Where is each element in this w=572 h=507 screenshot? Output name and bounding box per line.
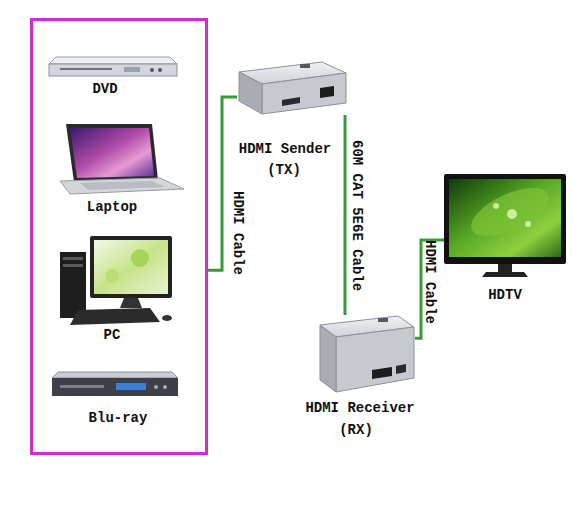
- hdtv-illustration: [444, 174, 566, 277]
- dvd-button: [150, 68, 154, 72]
- pc-tower: [60, 252, 86, 318]
- source-group-box: DVD LaptopPC Blu-ray: [30, 18, 208, 455]
- hdmi-receiver: HDMI Receiver(RX): [318, 315, 415, 395]
- hdtv-droplet: [493, 203, 499, 209]
- sender-port: [320, 86, 334, 98]
- pc-drive: [63, 264, 83, 267]
- laptop-base: [60, 178, 184, 194]
- receiver-side: [320, 325, 336, 392]
- bluray-button: [163, 385, 167, 389]
- sender-side: [239, 72, 262, 114]
- laptop-keyboard: [80, 181, 165, 190]
- node-sublabel: (TX): [267, 162, 301, 178]
- pc-mouse: [162, 315, 172, 321]
- pc-device: PC: [55, 232, 180, 342]
- dvd-device: DVD: [48, 50, 178, 98]
- cable-label: HDMI Cable: [422, 240, 438, 324]
- dvd-top: [49, 57, 177, 64]
- dvd-display: [124, 67, 140, 72]
- node-label: HDMI Receiver: [305, 400, 414, 416]
- pc-drive: [63, 257, 83, 260]
- hdtv-stand: [498, 264, 512, 272]
- bluray-display: [116, 383, 146, 390]
- hdtv-droplet: [525, 221, 531, 227]
- node-label: Blu-ray: [89, 410, 148, 426]
- cable-label: 60M CAT 5E6E Cable: [349, 140, 365, 291]
- receiver-port: [396, 364, 406, 374]
- node-label: HDMI Sender: [239, 141, 331, 157]
- node-label: HDTV: [488, 287, 522, 303]
- bluray-tray: [60, 385, 104, 388]
- hdtv-base: [482, 272, 528, 277]
- bluray-front: [52, 378, 178, 396]
- laptop-device: Laptop: [55, 122, 185, 215]
- dvd-button: [158, 68, 162, 72]
- hdtv-leaf: [464, 178, 555, 246]
- receiver-port: [372, 367, 392, 379]
- node-sublabel: (RX): [339, 422, 373, 438]
- bluray-device: Blu-ray: [50, 365, 182, 425]
- pc-keyboard: [70, 308, 160, 325]
- sender-logo: [300, 64, 310, 68]
- dvd-slot: [60, 68, 112, 70]
- sender-port: [282, 97, 300, 106]
- bluray-button: [154, 385, 158, 389]
- hdmi-sender: HDMI Sender(TX): [237, 62, 350, 115]
- cable-connector: [343, 115, 346, 315]
- dvd-illustration: [49, 57, 177, 76]
- sender-front: [262, 73, 346, 114]
- pc-screen: [94, 240, 168, 294]
- bluray-top: [52, 372, 178, 378]
- hdtv-display: HDTV: [444, 174, 566, 278]
- laptop-screen: [70, 128, 154, 178]
- hdtv-frame: [444, 174, 566, 264]
- cable-connector: [415, 240, 444, 338]
- laptop-illustration: [60, 124, 184, 194]
- node-label: PC: [104, 327, 121, 343]
- dvd-front: [49, 64, 177, 76]
- laptop-lid: [66, 124, 158, 182]
- pc-screen-flower: [105, 269, 119, 283]
- node-label: Laptop: [87, 199, 137, 215]
- pc-stand: [120, 298, 142, 308]
- receiver-logo: [378, 318, 388, 322]
- receiver-front: [336, 327, 414, 392]
- sender-illustration: [239, 62, 346, 114]
- hdtv-droplet: [507, 209, 517, 219]
- pc-screen-flower: [131, 249, 149, 267]
- cable-label: HDMI Cable: [230, 191, 246, 275]
- pc-monitor: [90, 236, 172, 298]
- bluray-illustration: [52, 372, 178, 396]
- pc-illustration: [60, 236, 172, 325]
- receiver-illustration: [320, 316, 414, 392]
- node-label: DVD: [92, 81, 117, 97]
